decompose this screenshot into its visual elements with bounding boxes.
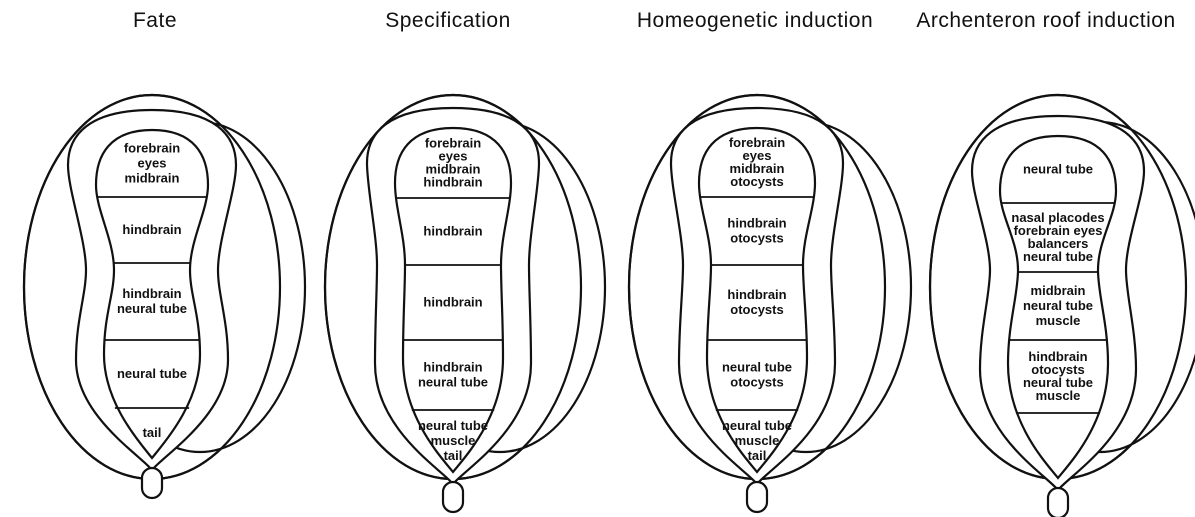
region-label: hindbrain <box>122 286 181 301</box>
region-label: hindbrain <box>423 295 482 310</box>
region-label: neural tube <box>418 375 488 390</box>
region-label: otocysts <box>730 375 783 390</box>
region-label: muscle <box>431 433 476 448</box>
region-label: neural tube <box>1023 162 1093 177</box>
embryo-panel-3: forebraineyesmidbrainotocystshindbrainot… <box>629 95 911 512</box>
region-label: hindbrain <box>727 216 786 231</box>
embryo-panel-2: forebraineyesmidbrainhindbrainhindbrainh… <box>325 95 605 512</box>
blastopore-knob <box>443 482 463 512</box>
region-label: neural tube <box>117 366 187 381</box>
blastopore-knob <box>142 468 162 498</box>
region-label: otocysts <box>730 231 783 246</box>
region-label: forebrain <box>124 141 180 156</box>
region-label: muscle <box>735 433 780 448</box>
region-label: neural tube <box>418 418 488 433</box>
region-label: eyes <box>138 156 167 171</box>
region-label: otocysts <box>730 302 783 317</box>
embryo-panel-1: forebraineyesmidbrainhindbrainhindbrainn… <box>24 95 305 498</box>
region-label: tail <box>143 425 162 440</box>
region-label: hindbrain <box>423 224 482 239</box>
region-label: tail <box>444 448 463 463</box>
blastopore-knob <box>1048 488 1068 517</box>
blastopore-knob <box>747 482 767 512</box>
region-label: hindbrain <box>122 222 181 237</box>
region-label: midbrain <box>1031 283 1086 298</box>
region-label: muscle <box>1036 388 1081 403</box>
region-label: neural tube <box>117 301 187 316</box>
region-label: midbrain <box>125 171 180 186</box>
region-label: hindbrain <box>423 175 482 190</box>
region-label: neural tube <box>722 418 792 433</box>
region-label: neural tube <box>1023 249 1093 264</box>
region-label: muscle <box>1036 313 1081 328</box>
region-label: hindbrain <box>423 360 482 375</box>
region-label: neural tube <box>1023 298 1093 313</box>
region-label: otocysts <box>730 174 783 189</box>
region-label: hindbrain <box>727 287 786 302</box>
region-label: tail <box>748 448 767 463</box>
region-label: neural tube <box>722 360 792 375</box>
